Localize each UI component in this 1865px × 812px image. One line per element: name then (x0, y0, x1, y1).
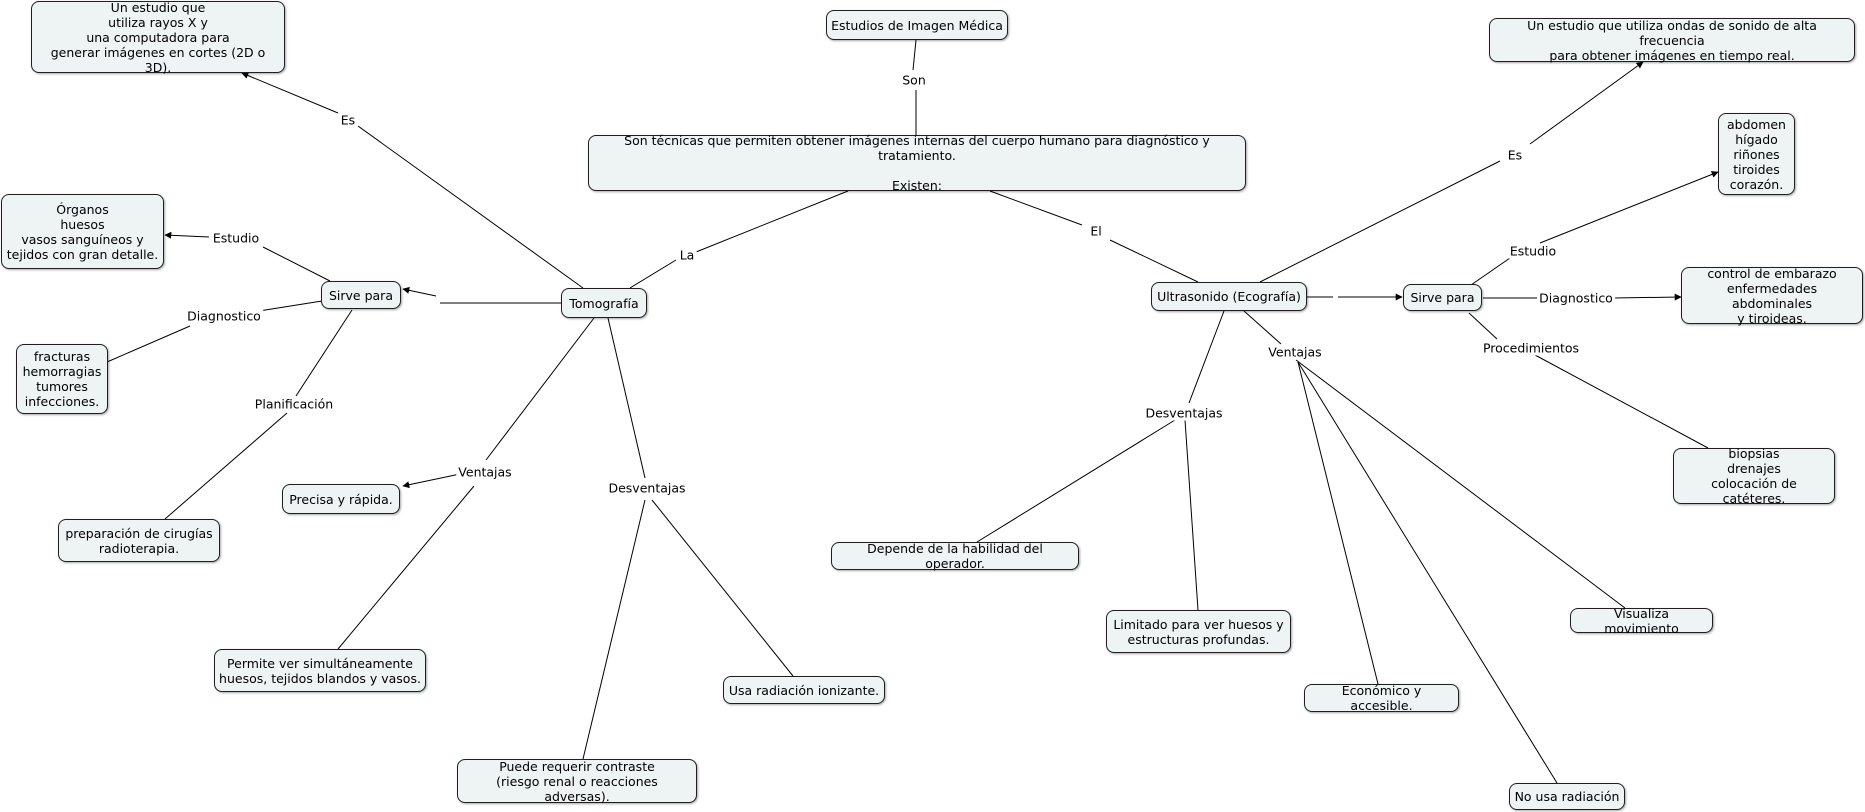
edge-sirve-planif (295, 309, 353, 397)
link-label-tomo-desventajas: Desventajas (606, 480, 688, 496)
ultrasonido-node[interactable]: Ultrasonido (Ecografía) (1151, 282, 1307, 311)
edge-tomo-es (357, 125, 584, 289)
link-label-ultra-desventajas: Desventajas (1143, 405, 1225, 421)
edge-sirve-diag (258, 300, 323, 312)
tomografia-sirve-para-node[interactable]: Sirve para (321, 281, 401, 309)
edge-uvent-norad (1297, 361, 1558, 784)
ultrasonido-limitado-node[interactable]: Limitado para ver huesos y estructuras p… (1106, 610, 1291, 653)
edge-tomo-desv (607, 317, 646, 479)
edge-la-tomo (629, 259, 677, 289)
ultrasonido-operador-node[interactable]: Depende de la habilidad del operador. (831, 541, 1079, 571)
tomografia-permite-node[interactable]: Permite ver simultáneamente huesos, teji… (214, 649, 426, 692)
edge-root-son (912, 39, 917, 71)
link-label-ultra-diagnostico: Diagnostico (1537, 290, 1615, 306)
ultrasonido-procedimientos-node[interactable]: biopsias drenajes colocación de catétere… (1673, 446, 1835, 506)
tomografia-definition-node[interactable]: Un estudio que utiliza rayos X y una com… (31, 0, 285, 75)
tomografia-diagnostico-node[interactable]: fracturas hemorragias tumores infeccione… (16, 344, 108, 414)
edge-uvent-econ (1297, 361, 1379, 685)
link-label-ultra-es: Es (1505, 147, 1525, 163)
edge-udesv-limitado (1184, 419, 1199, 611)
link-label-tomo-ventajas: Ventajas (456, 464, 514, 480)
edge-planif-prep (164, 412, 288, 520)
tomografia-planificacion-node[interactable]: preparación de cirugías radioterapia. (58, 519, 220, 562)
edge-usirve-proc (1468, 312, 1498, 340)
edge-ventajas-permite (337, 485, 475, 650)
ultrasonido-sirve-para-node[interactable]: Sirve para (1403, 284, 1482, 311)
root-node[interactable]: Estudios de Imagen Médica (826, 10, 1008, 40)
edge-uproc-biopsias (1534, 354, 1709, 449)
edge-desv-contraste (582, 499, 646, 760)
link-label-ultra-ventajas: Ventajas (1266, 344, 1324, 360)
tomografia-precisa-node[interactable]: Precisa y rápida. (282, 484, 400, 514)
ultrasonido-estudio-node[interactable]: abdomen hígado riñones tiroides corazón. (1718, 113, 1795, 195)
edge-uestudio-abdomen (1539, 171, 1719, 244)
ultrasonido-economico-node[interactable]: Económico y accesible. (1304, 683, 1459, 713)
ultrasonido-diagnostico-node[interactable]: control de embarazo enfermedades abdomin… (1681, 266, 1863, 326)
tomografia-node[interactable]: Tomografía (561, 288, 647, 318)
tomografia-estudio-node[interactable]: Órganos huesos vasos sanguíneos y tejido… (1, 194, 164, 269)
tomografia-contraste-node[interactable]: Puede requerir contraste (riesgo renal o… (457, 759, 697, 804)
link-label-ultra-procedimientos: Procedimientos (1480, 340, 1582, 356)
edge-ultra-desv (1188, 310, 1225, 404)
definition-node[interactable]: Son técnicas que permiten obtener imágen… (588, 133, 1246, 193)
edge-def-el (989, 190, 1083, 226)
edge-def-la (695, 190, 849, 253)
ultrasonido-no-radiacion-node[interactable]: No usa radiación (1509, 783, 1625, 810)
edge-es-tomodef (241, 72, 339, 114)
edge-ultra-ventajas (1243, 310, 1282, 345)
link-label-la: La (677, 247, 697, 263)
edge-uvent-mov (1295, 359, 1626, 609)
edge-el-ultra (1109, 239, 1199, 283)
link-label-tomo-diagnostico: Diagnostico (185, 308, 263, 324)
edge-usirve-estudio (1470, 257, 1511, 286)
ultrasonido-movimiento-node[interactable]: Visualiza movimiento (1570, 606, 1713, 636)
edge-tomo-ventajas (485, 317, 595, 461)
link-label-tomo-es: Es (338, 112, 358, 128)
ultrasonido-definition-node[interactable]: Un estudio que utiliza ondas de sonido d… (1489, 18, 1855, 63)
link-label-son: Son (900, 72, 928, 88)
edge-estudio-organos (164, 231, 210, 239)
tomografia-radiacion-node[interactable]: Usa radiación ionizante. (723, 676, 885, 704)
edge-tomo-sirve-arrow (402, 286, 437, 297)
edge-sirve-estudio (262, 246, 331, 282)
link-label-tomo-planificacion: Planificación (252, 396, 336, 412)
edge-ventajas-precisa (402, 473, 461, 489)
link-label-tomo-estudio: Estudio (210, 230, 262, 246)
link-label-el: El (1088, 223, 1104, 239)
edge-desv-radiacion (651, 499, 794, 677)
edge-diag-fracturas (106, 325, 191, 363)
edge-udesv-operador (976, 419, 1176, 543)
edge-udiag-control (1612, 293, 1682, 301)
edge-es-ultradef (1529, 61, 1644, 145)
edge-ultra-es (1259, 160, 1501, 283)
link-label-ultra-estudio: Estudio (1507, 243, 1559, 259)
